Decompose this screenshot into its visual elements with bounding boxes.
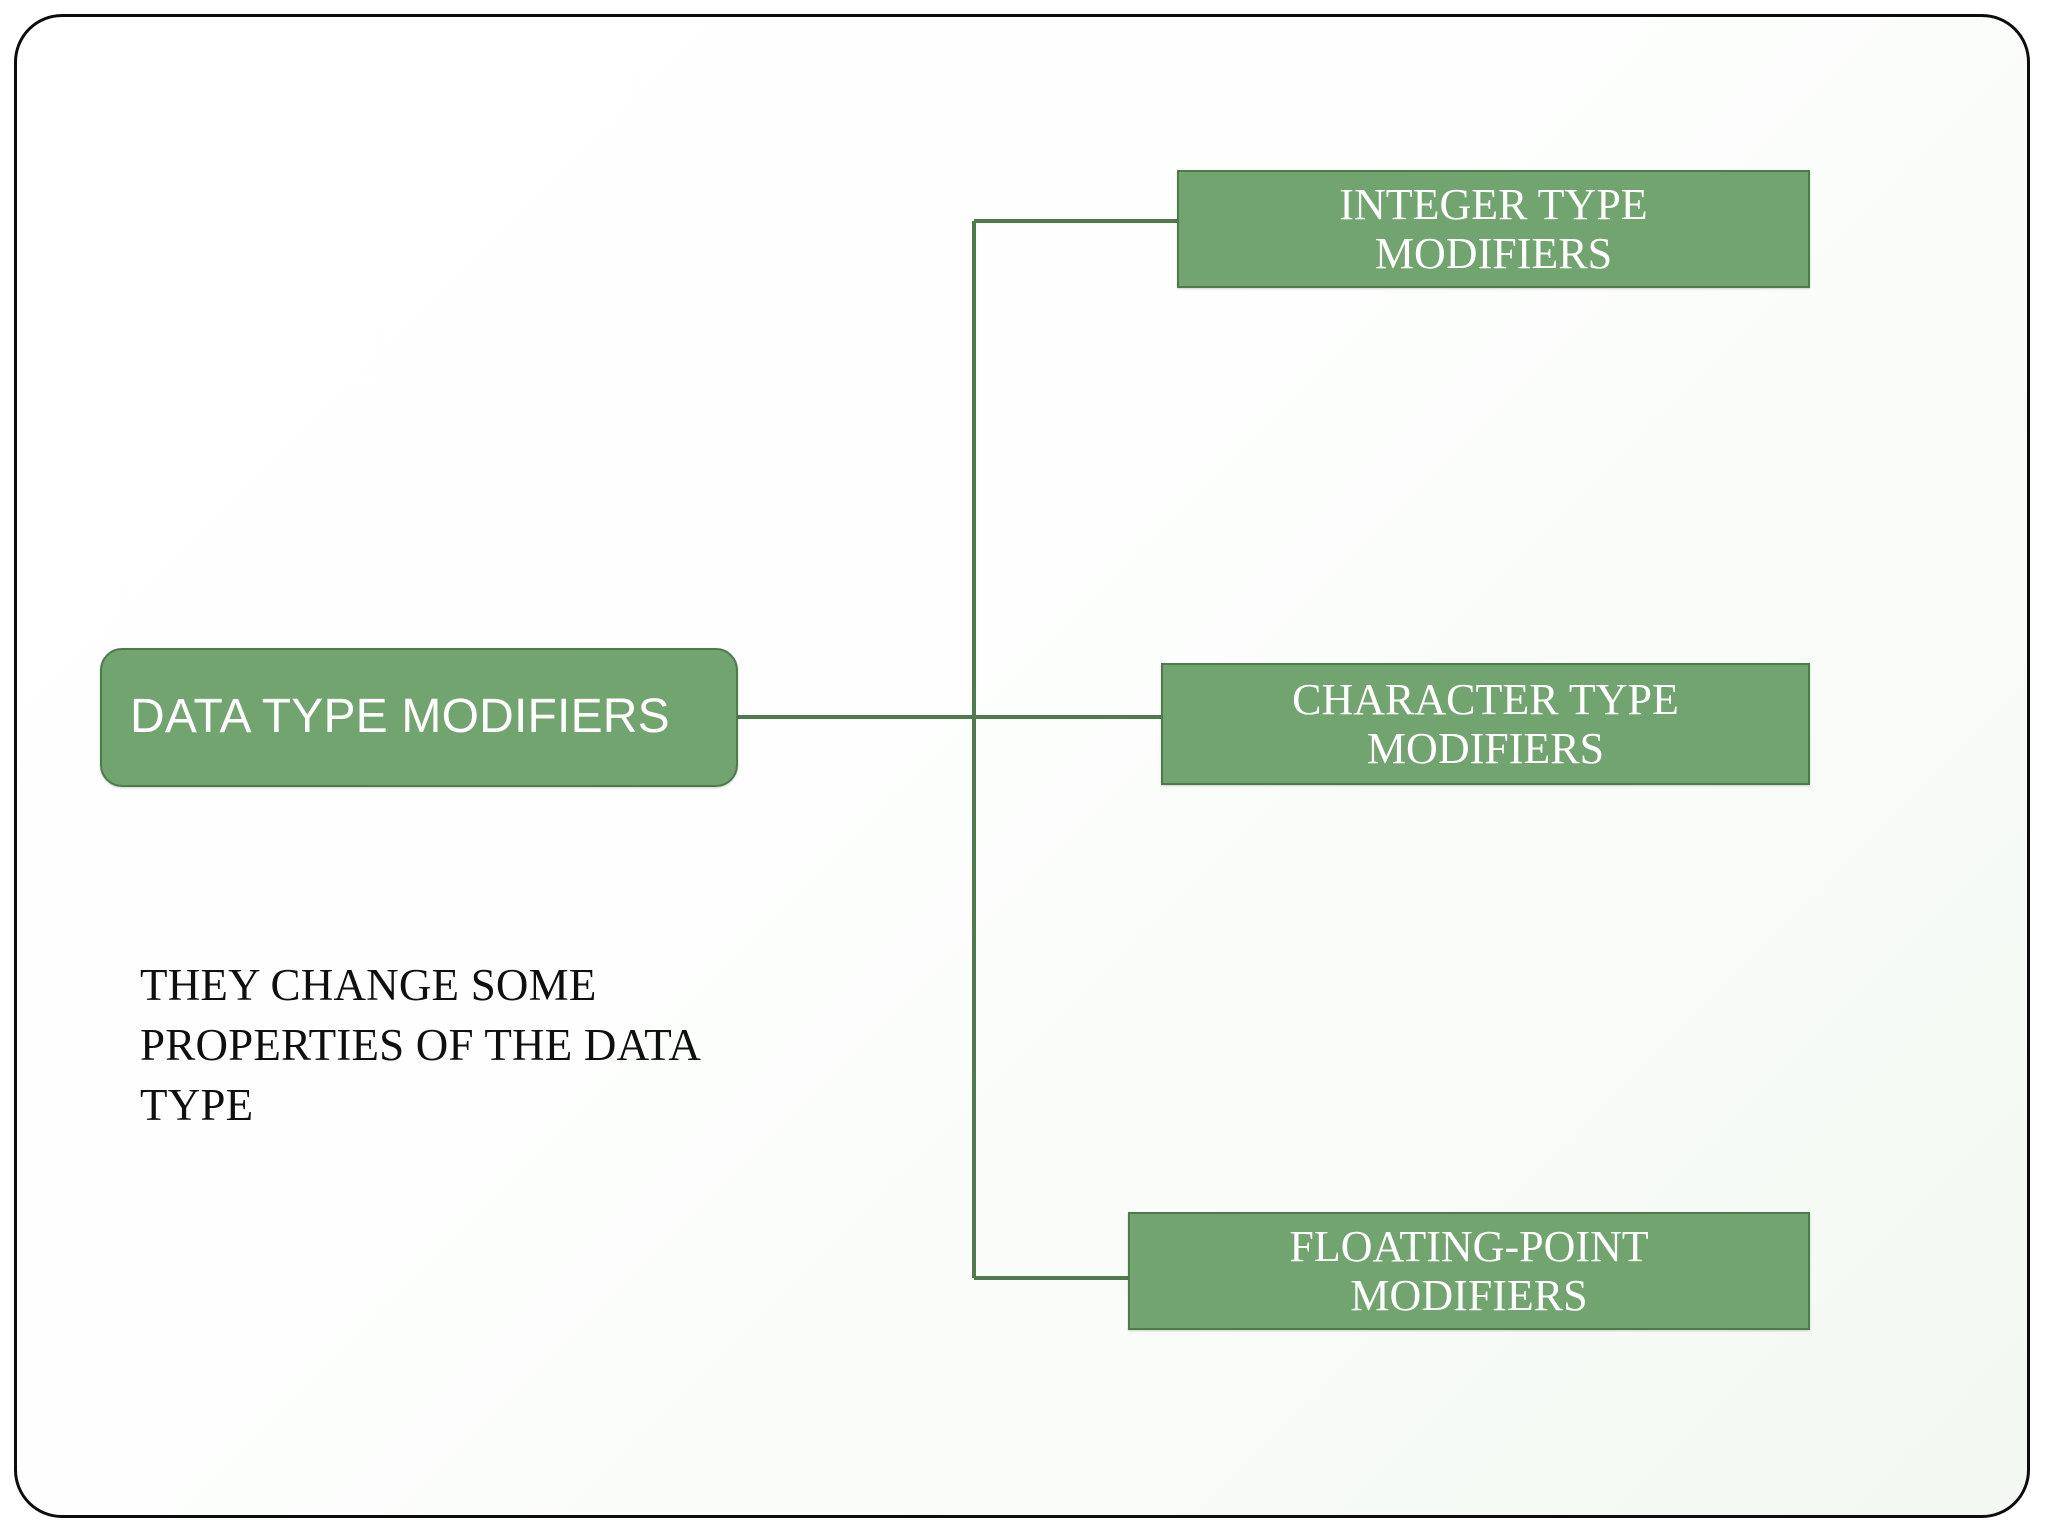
node-floating-label-line1: FLOATING-POINT <box>1289 1221 1649 1271</box>
node-data-type-modifiers-label: DATA TYPE MODIFIERS <box>130 690 670 744</box>
node-character-type-modifiers[interactable]: CHARACTER TYPE MODIFIERS <box>1161 663 1810 785</box>
node-character-label-line2: MODIFIERS <box>1366 724 1605 773</box>
caption-line-3: TYPE <box>140 1079 254 1130</box>
node-character-type-modifiers-label: CHARACTER TYPE MODIFIERS <box>1278 675 1693 774</box>
node-data-type-modifiers[interactable]: DATA TYPE MODIFIERS <box>100 648 738 787</box>
node-character-label-line1: CHARACTER TYPE <box>1292 674 1679 724</box>
caption-line-1: THEY CHANGE SOME <box>140 960 597 1010</box>
node-integer-label-line2: MODIFIERS <box>1374 229 1613 278</box>
node-floating-point-modifiers-label: FLOATING-POINT MODIFIERS <box>1275 1222 1662 1321</box>
node-integer-type-modifiers-label: INTEGER TYPE MODIFIERS <box>1325 180 1661 279</box>
caption-text-block: THEY CHANGE SOME PROPERTIES OF THE DATA … <box>140 956 840 1136</box>
node-integer-label-line1: INTEGER TYPE <box>1339 179 1648 229</box>
node-floating-label-line2: MODIFIERS <box>1350 1271 1588 1320</box>
node-floating-point-modifiers[interactable]: FLOATING-POINT MODIFIERS <box>1128 1212 1810 1330</box>
caption-line-2: PROPERTIES OF THE DATA <box>140 1019 702 1070</box>
node-integer-type-modifiers[interactable]: INTEGER TYPE MODIFIERS <box>1177 170 1810 288</box>
